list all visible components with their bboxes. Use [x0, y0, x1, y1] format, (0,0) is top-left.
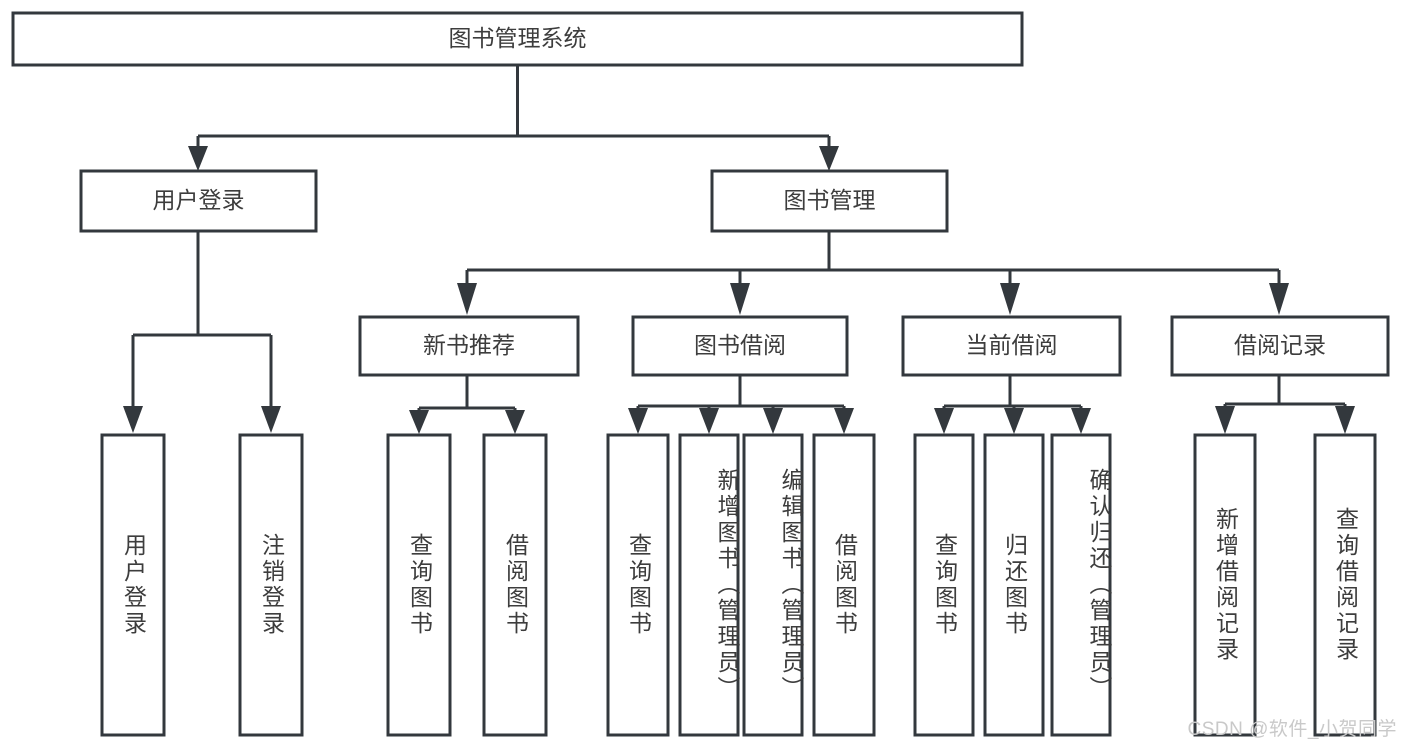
node-borrow-record[interactable]: 借阅记录 [1170, 315, 1390, 377]
user-login-label: 用户登录 [153, 187, 245, 213]
node-book-borrow[interactable]: 图书借阅 [631, 315, 849, 377]
node-root[interactable]: 图书管理系统 [11, 11, 1024, 67]
arrowhead-leaf-logout [261, 406, 281, 433]
arrowhead-leaf-user-login [123, 406, 143, 433]
leaf-box-newbook-query[interactable] [386, 433, 452, 737]
root-box[interactable] [11, 11, 1024, 67]
new-book-recommend-label: 新书推荐 [423, 332, 515, 358]
current-borrow-box[interactable] [901, 315, 1122, 377]
arrowhead-borrow-query [628, 408, 648, 434]
arrowhead-current-query [934, 408, 954, 434]
book-management-label: 图书管理 [784, 187, 876, 213]
arrowhead-user-login [188, 146, 208, 171]
new-book-recommend-box[interactable] [358, 315, 580, 377]
arrowhead-new-book-rec [457, 283, 477, 315]
arrowhead-borrow-edit [763, 408, 783, 434]
borrow-record-box[interactable] [1170, 315, 1390, 377]
arrowhead-borrow-record [1269, 283, 1289, 315]
root-label: 图书管理系统 [449, 25, 587, 51]
arrowhead-newbook-borrow [505, 410, 525, 434]
csdn-watermark: CSDN @软件_小贺同学 [1187, 719, 1397, 740]
leaf-box-logout[interactable] [238, 433, 304, 737]
leaf-box-record-query[interactable] [1313, 433, 1377, 737]
leaf-layer [100, 433, 1377, 737]
leaf-box-borrow-lend[interactable] [812, 433, 876, 737]
arrowhead-current-confirm [1071, 408, 1091, 434]
user-login-box[interactable] [79, 169, 318, 233]
book-management-box[interactable] [710, 169, 949, 233]
arrowhead-newbook-query [409, 410, 429, 434]
leaf-box-current-confirm[interactable] [1050, 433, 1112, 737]
arrowhead-record-add [1215, 406, 1235, 434]
leaf-box-current-query[interactable] [913, 433, 975, 737]
node-new-book-recommend[interactable]: 新书推荐 [358, 315, 580, 377]
arrowhead-current-return [1004, 408, 1024, 434]
book-borrow-box[interactable] [631, 315, 849, 377]
node-book-management[interactable]: 图书管理 [710, 169, 949, 233]
leaf-box-user-login[interactable] [100, 433, 166, 737]
leaf-box-newbook-borrow[interactable] [482, 433, 548, 737]
leaf-box-borrow-query[interactable] [606, 433, 670, 737]
leaf-box-borrow-add[interactable] [678, 433, 740, 737]
arrowhead-borrow-add [699, 408, 719, 434]
arrowhead-borrow-lend [834, 408, 854, 434]
node-user-login[interactable]: 用户登录 [79, 169, 318, 233]
borrow-record-label: 借阅记录 [1234, 332, 1326, 358]
arrowhead-book-borrow [730, 283, 750, 315]
book-borrow-label: 图书借阅 [694, 332, 786, 358]
current-borrow-label: 当前借阅 [966, 332, 1058, 358]
node-current-borrow[interactable]: 当前借阅 [901, 315, 1122, 377]
leaf-box-record-add[interactable] [1193, 433, 1257, 737]
arrowhead-record-query [1335, 406, 1355, 434]
arrowhead-current-borrow [1000, 283, 1020, 315]
arrowhead-book-mgmt [819, 146, 839, 171]
leaf-box-current-return[interactable] [983, 433, 1045, 737]
leaf-box-borrow-edit[interactable] [742, 433, 804, 737]
connector-layer [123, 65, 1355, 434]
